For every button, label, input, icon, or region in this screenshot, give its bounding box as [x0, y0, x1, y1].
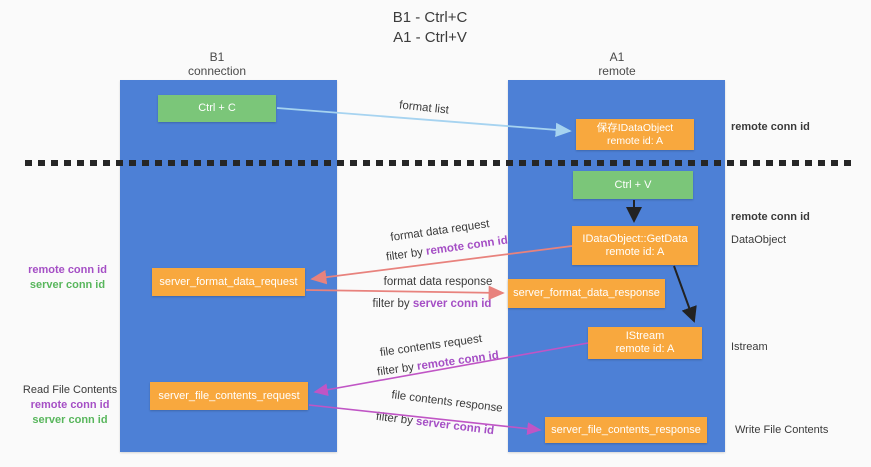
- getdata-line1: IDataObject::GetData: [582, 232, 688, 245]
- left-remote-conn-id-bottom: remote conn id: [30, 399, 110, 411]
- left-server-conn-id-top: server conn id: [29, 279, 106, 291]
- read-file-contents-label: Read File Contents: [22, 384, 118, 396]
- left-column-name: B1: [209, 50, 225, 64]
- istream-side-label: Istream: [731, 341, 768, 353]
- filter-by-text-1: filter by: [385, 246, 424, 264]
- format-data-response-label: format data response: [383, 276, 493, 288]
- filter-by-text-2: filter by: [372, 298, 410, 310]
- right-column-subname: remote: [598, 64, 636, 78]
- left-conn-id-group-top: remote conn id server conn id: [20, 263, 115, 293]
- left-server-conn-id-bottom: server conn id: [32, 414, 108, 426]
- save-idataobject-line2: remote id: A: [606, 134, 664, 147]
- server-format-data-request-node: server_format_data_request: [152, 268, 305, 296]
- right-column-name: A1: [609, 50, 625, 64]
- save-idataobject-line1: 保存IDataObject: [596, 121, 674, 134]
- left-conn-id-group-bottom: Read File Contents remote conn id server…: [20, 383, 120, 428]
- idataobject-getdata-node: IDataObject::GetData remote id: A: [572, 226, 698, 265]
- left-column-header: B1 connection: [157, 50, 277, 78]
- server-file-contents-request-node: server_file_contents_request: [150, 382, 308, 410]
- right-remote-conn-id-top: remote conn id: [731, 121, 810, 133]
- diagram-title: B1 - Ctrl+C A1 - Ctrl+V: [330, 8, 530, 48]
- right-column-header: A1 remote: [557, 50, 677, 78]
- filter-by-server-1: filter by server conn id: [373, 298, 492, 310]
- filter-server-conn-id-1: server conn id: [412, 298, 492, 310]
- dataobject-label: DataObject: [731, 234, 787, 246]
- filter-by-text-3: filter by: [376, 361, 415, 379]
- dashed-separator-line: [25, 160, 853, 166]
- filter-by-server-2: filter by server conn id: [375, 411, 494, 437]
- right-remote-conn-id-mid: remote conn id: [731, 211, 810, 223]
- istream-node: IStream remote id: A: [588, 327, 702, 359]
- ctrl-v-label: Ctrl + V: [614, 178, 652, 191]
- istream-line2: remote id: A: [615, 343, 675, 355]
- getdata-line2: remote id: A: [605, 245, 665, 258]
- server-file-contents-request-label: server_file_contents_request: [158, 389, 300, 402]
- write-file-contents-label: Write File Contents: [735, 424, 829, 436]
- filter-remote-conn-id-2: remote conn id: [416, 349, 500, 373]
- server-format-data-response-node: server_format_data_response: [508, 279, 665, 308]
- title-line-1: B1 - Ctrl+C: [392, 9, 468, 26]
- server-file-contents-response-node: server_file_contents_response: [545, 417, 707, 443]
- server-format-data-request-label: server_format_data_request: [159, 275, 298, 288]
- left-column-subname: connection: [187, 64, 247, 78]
- left-remote-conn-id-top: remote conn id: [28, 264, 107, 276]
- file-contents-response-label: file contents response: [390, 389, 504, 415]
- server-file-contents-response-label: server_file_contents_response: [551, 423, 701, 436]
- filter-server-conn-id-2: server conn id: [415, 415, 495, 438]
- title-line-2: A1 - Ctrl+V: [393, 29, 467, 46]
- istream-line1: IStream: [625, 330, 665, 342]
- ctrl-v-node: Ctrl + V: [573, 171, 693, 199]
- ctrl-c-label: Ctrl + C: [198, 102, 236, 114]
- filter-remote-conn-id-1: remote conn id: [425, 234, 509, 258]
- ctrl-c-node: Ctrl + C: [158, 95, 276, 122]
- format-list-label: format list: [398, 99, 450, 117]
- filter-by-text-4: filter by: [375, 410, 414, 428]
- save-idataobject-node: 保存IDataObject remote id: A: [576, 119, 694, 150]
- server-format-data-response-label: server_format_data_response: [513, 287, 660, 299]
